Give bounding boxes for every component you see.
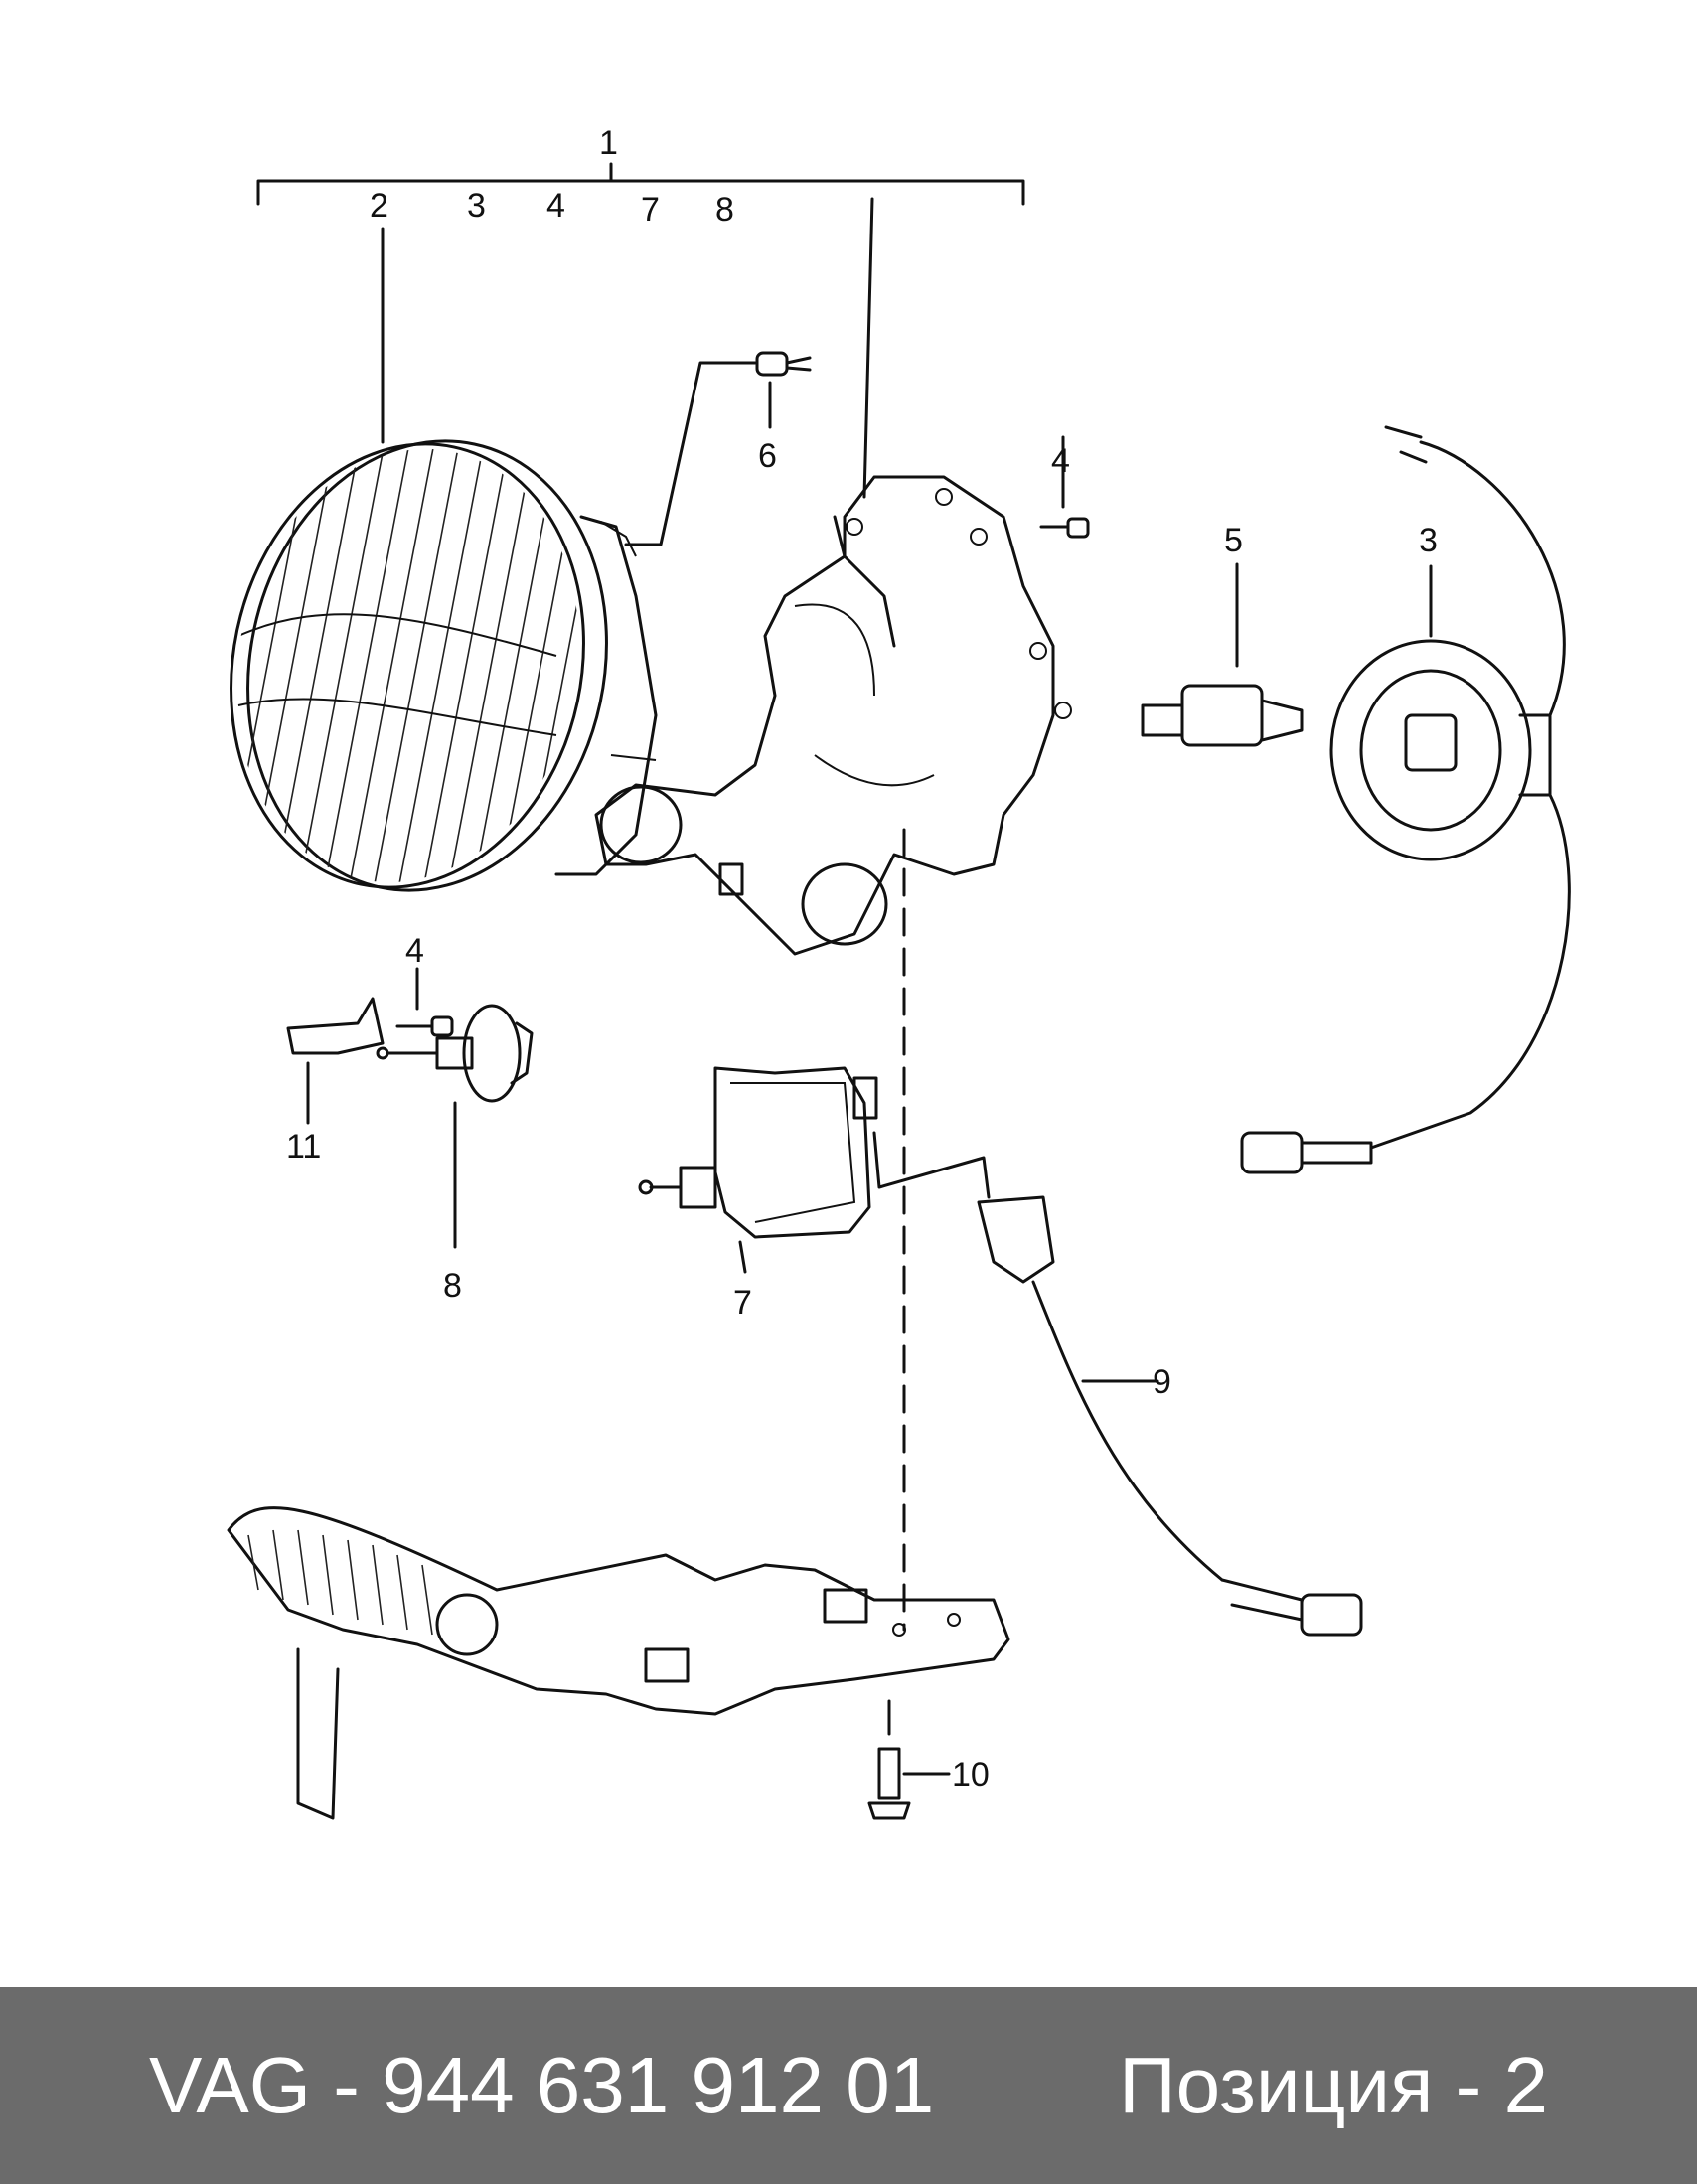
screw-lower	[395, 967, 454, 1037]
footer-bar: VAG - 944 631 912 01 Позиция - 2	[0, 1987, 1697, 2184]
callout-8-top: 8	[715, 191, 734, 229]
headlight-housing	[594, 197, 1072, 1632]
bulb-cover-ring	[1240, 425, 1571, 1174]
screw-bottom	[867, 1699, 951, 1820]
parking-bulb	[755, 351, 812, 429]
callout-3-ring: 3	[1419, 522, 1438, 559]
position-label: Позиция - 2	[1119, 2041, 1548, 2129]
parts-diagram: 1 2 3 4 7 8	[223, 124, 1571, 1820]
mounting-clip	[286, 997, 385, 1125]
headlight-bulb	[1141, 562, 1304, 747]
callout-7-motor: 7	[733, 1284, 752, 1322]
part-number-label: VAG - 944 631 912 01	[149, 2041, 935, 2129]
headlight-lens	[223, 227, 658, 895]
callout-7-top: 7	[641, 191, 660, 229]
adjuster-lower	[376, 1004, 534, 1249]
callout-4-top: 4	[546, 187, 565, 225]
callout-10: 10	[952, 1756, 990, 1794]
callout-3-top: 3	[467, 187, 486, 225]
callout-11: 11	[286, 1128, 321, 1166]
mounting-bracket	[227, 1506, 1010, 1820]
callout-4-screw: 4	[1051, 442, 1070, 480]
adjuster-motor	[638, 1066, 878, 1274]
callout-1: 1	[599, 124, 618, 162]
group-bracket	[256, 162, 1025, 206]
callout-2: 2	[370, 187, 388, 225]
callout-9: 9	[1153, 1363, 1171, 1401]
callout-5: 5	[1224, 522, 1243, 559]
exploded-view-svg: 1 2 3 4 7 8	[223, 124, 1571, 1820]
callout-6: 6	[758, 437, 777, 475]
callout-4-lower: 4	[405, 932, 424, 970]
wiring-harness	[872, 1131, 1363, 1637]
callout-8-lower: 8	[443, 1267, 462, 1305]
screw-top	[1039, 435, 1090, 539]
